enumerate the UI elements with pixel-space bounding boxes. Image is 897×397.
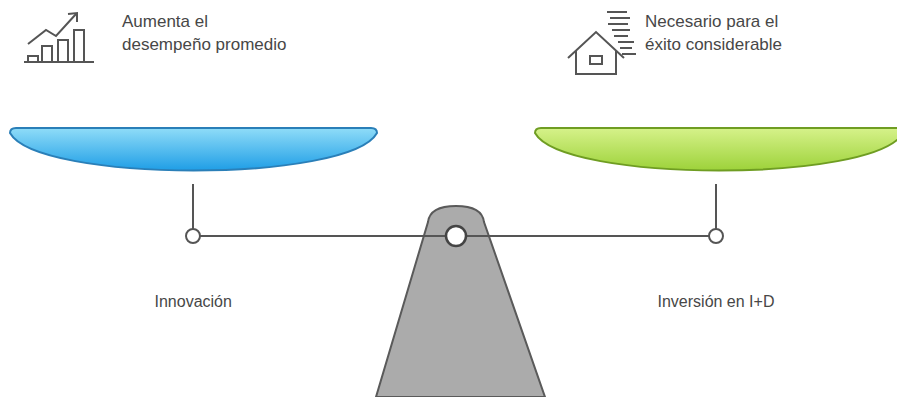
joint-circle: [186, 229, 200, 243]
hanger-line: [715, 184, 717, 229]
pan-label: Inversión en I+D: [658, 292, 775, 312]
joint-circle: [709, 229, 723, 243]
pan-shape: [533, 127, 897, 185]
chart-icon: [24, 13, 94, 62]
pan-heading: Necesario para el éxito considerable: [645, 10, 810, 56]
hanger-line: [192, 184, 194, 229]
scale-pan: Aumenta el desempeño promedio: [8, 127, 379, 185]
house-icon: [568, 12, 636, 74]
scale-pan: Necesario para el éxito considerable: [533, 127, 897, 185]
pivot-circle: [446, 226, 466, 246]
pan-label: Innovación: [155, 292, 232, 312]
pan-heading: Aumenta el desempeño promedio: [122, 10, 287, 56]
scale-stand: [376, 206, 545, 397]
pan-shape: [8, 127, 379, 185]
